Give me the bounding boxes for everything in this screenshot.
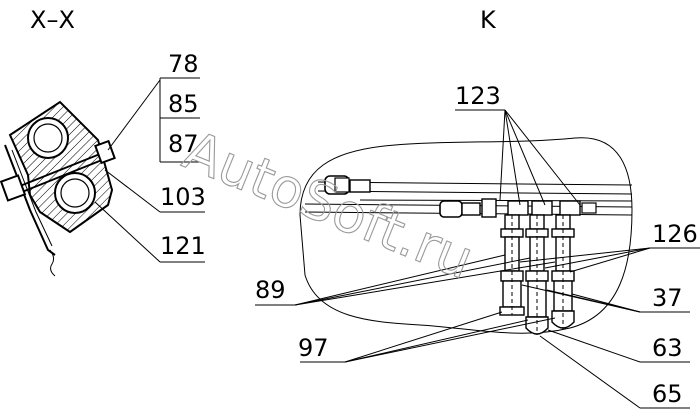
vertical-unit-3 — [551, 214, 575, 330]
view-k-assembly — [299, 137, 633, 335]
section-xx-title: X–X — [30, 6, 75, 34]
callout-121: 121 — [160, 232, 206, 260]
callout-89: 89 — [255, 276, 286, 304]
callout-103: 103 — [160, 183, 206, 211]
callout-87: 87 — [168, 130, 199, 158]
section-xx-leaders — [94, 77, 205, 263]
view-k-leaders — [255, 109, 700, 409]
callout-85: 85 — [168, 90, 199, 118]
vertical-unit-2 — [525, 214, 549, 335]
section-xx-clamp — [0, 100, 116, 277]
callout-78: 78 — [168, 50, 199, 78]
callout-126: 126 — [652, 220, 698, 248]
callout-65: 65 — [652, 380, 683, 408]
callout-123: 123 — [455, 82, 501, 110]
callout-63: 63 — [652, 334, 683, 362]
vertical-unit-1 — [499, 214, 525, 316]
view-k-title: K — [480, 6, 497, 34]
callout-97: 97 — [298, 334, 329, 362]
callout-37: 37 — [652, 284, 683, 312]
